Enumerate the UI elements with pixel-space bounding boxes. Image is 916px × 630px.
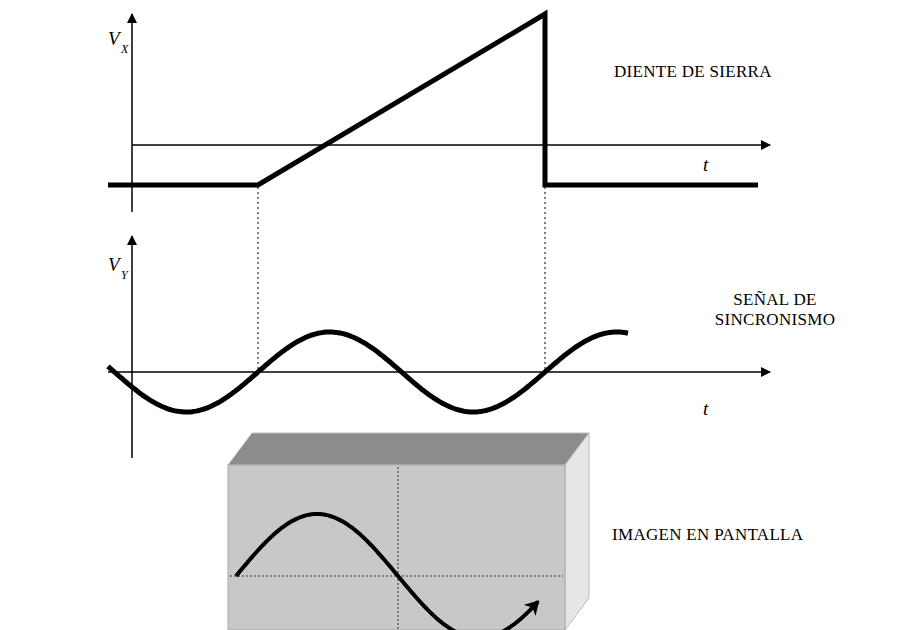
sync-line (258, 187, 259, 372)
screen-label: IMAGEN EN PANTALLA (612, 525, 803, 545)
sync-line (545, 187, 546, 372)
y-axis (131, 236, 133, 458)
axis-symbol: V (108, 254, 120, 276)
screen-trace (236, 514, 538, 630)
time-label: t (703, 398, 708, 420)
signal-name: SEÑAL DE SINCRONISMO (690, 290, 860, 331)
y-axis (131, 14, 133, 212)
screen-grid (398, 467, 399, 630)
screen-side (565, 433, 589, 630)
axis-subscript: Y (121, 268, 128, 283)
time-label: t (703, 154, 708, 176)
t-axis (108, 371, 770, 373)
sawtooth-wave (108, 14, 758, 185)
signal-name: DIENTE DE SIERRA (614, 62, 772, 82)
t-axis (132, 144, 770, 146)
axis-subscript: X (121, 42, 128, 57)
sync-wave (108, 332, 628, 412)
screen-face (228, 465, 565, 630)
axis-symbol: V (108, 28, 120, 50)
screen-top (228, 433, 589, 465)
